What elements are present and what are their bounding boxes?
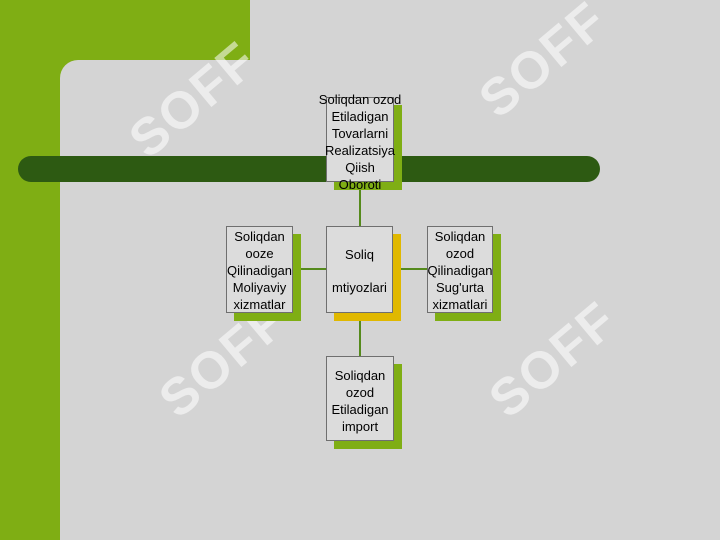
node-left: Soliqdan ooze Qilinadigan Moliyaviy xizm… — [226, 226, 301, 321]
connector-left — [293, 268, 327, 270]
node-left-label: Soliqdan ooze Qilinadigan Moliyaviy xizm… — [226, 229, 293, 312]
header-bar — [18, 156, 600, 182]
node-center-title: Soliq — [345, 247, 374, 262]
node-right-label: Soliqdan ozod Qilinadigan Sug'urta xizma… — [427, 229, 493, 312]
content-panel-top — [250, 0, 720, 60]
connector-right — [393, 268, 427, 270]
connector-top — [359, 182, 361, 227]
node-center-subtitle: mtiyozlari — [332, 280, 387, 295]
node-bottom: Soliqdan ozod Etiladigan import — [326, 356, 402, 449]
node-bottom-label: Soliqdan ozod Etiladigan import — [331, 368, 389, 434]
node-top: Soliqdan ozod Etiladigan Tovarlarni Real… — [319, 92, 402, 192]
node-top-label: Soliqdan ozod Etiladigan Tovarlarni Real… — [318, 92, 402, 192]
node-right: Soliqdan ozod Qilinadigan Sug'urta xizma… — [427, 226, 501, 321]
node-center: Soliq mtiyozlari — [326, 226, 401, 321]
connector-bottom — [359, 313, 361, 356]
